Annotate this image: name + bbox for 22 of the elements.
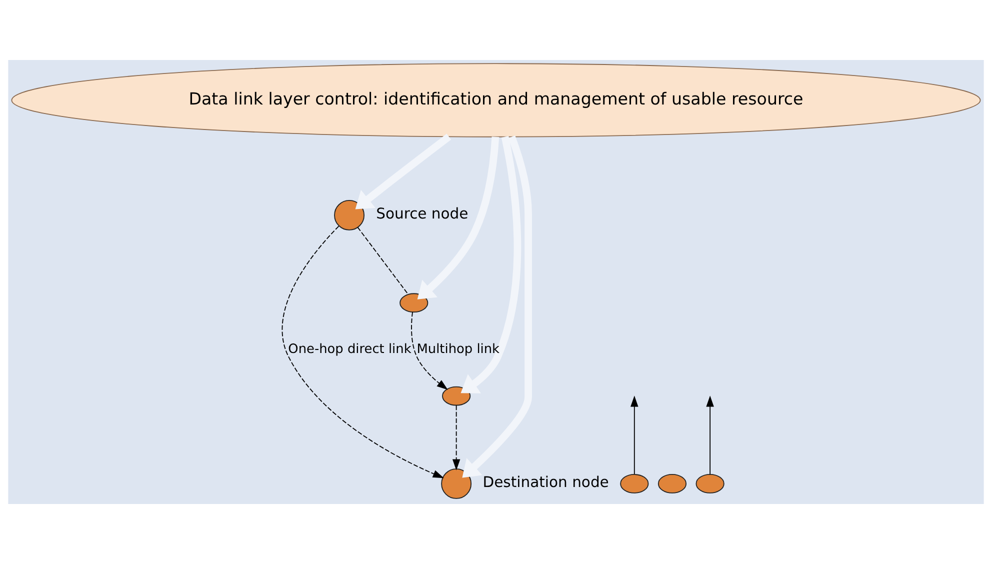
node-circle (696, 474, 724, 493)
node-circle (334, 199, 365, 230)
connector (357, 226, 409, 294)
arrow (282, 225, 444, 478)
node-ellipse: Data link layer control: identification and management of usable resource (11, 62, 981, 137)
node-circle (400, 292, 428, 312)
arrow (452, 404, 460, 470)
node-circle (442, 386, 471, 406)
edge-label: Multihop link (416, 341, 500, 356)
arrow (706, 395, 714, 474)
arrow (355, 133, 452, 209)
node-label: Destination node (482, 474, 609, 491)
node-circle (441, 468, 472, 498)
node-label: Source node (376, 205, 468, 222)
node-circle (658, 474, 687, 493)
arrow (630, 395, 638, 474)
arrow (460, 136, 522, 393)
arrow (417, 136, 500, 299)
arrow (462, 135, 532, 478)
arrow (411, 311, 448, 390)
node-circle (620, 474, 649, 493)
edge-label: One-hop direct link (288, 341, 412, 356)
